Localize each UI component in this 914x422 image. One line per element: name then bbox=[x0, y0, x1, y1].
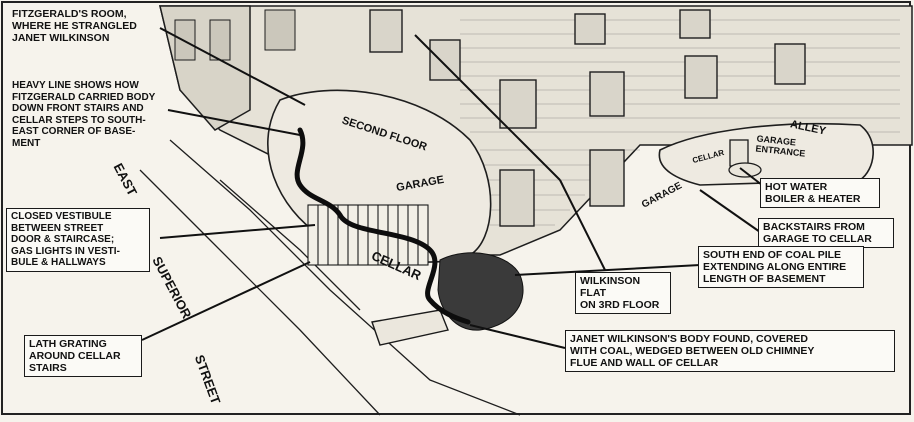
caption-closed-vestibule: CLOSED VESTIBULE BETWEEN STREET DOOR & S… bbox=[6, 208, 150, 272]
caption-coal-pile: SOUTH END OF COAL PILE EXTENDING ALONG E… bbox=[698, 246, 864, 288]
caption-lath-grating: LATH GRATING AROUND CELLAR STAIRS bbox=[24, 335, 142, 377]
boiler bbox=[728, 139, 762, 178]
caption-wilkinson-flat: WILKINSON FLAT ON 3RD FLOOR bbox=[575, 272, 671, 314]
frame-border bbox=[1, 1, 911, 415]
lath-grating bbox=[307, 204, 429, 266]
sidewalk bbox=[139, 139, 521, 416]
caption-fitzgerald-room: FITZGERALD'S ROOM, WHERE HE STRANGLED JA… bbox=[12, 8, 137, 44]
carry-path-line bbox=[294, 127, 471, 325]
caption-hot-water: HOT WATER BOILER & HEATER bbox=[760, 178, 880, 208]
caption-body-found: JANET WILKINSON'S BODY FOUND, COVERED WI… bbox=[565, 330, 895, 372]
caption-heavy-line: HEAVY LINE SHOWS HOW FITZGERALD CARRIED … bbox=[12, 80, 156, 149]
coal-pile bbox=[437, 252, 524, 331]
caption-backstairs: BACKSTAIRS FROM GARAGE TO CELLAR bbox=[758, 218, 894, 248]
chimney-flue bbox=[371, 309, 449, 346]
leader-lines bbox=[141, 27, 763, 349]
